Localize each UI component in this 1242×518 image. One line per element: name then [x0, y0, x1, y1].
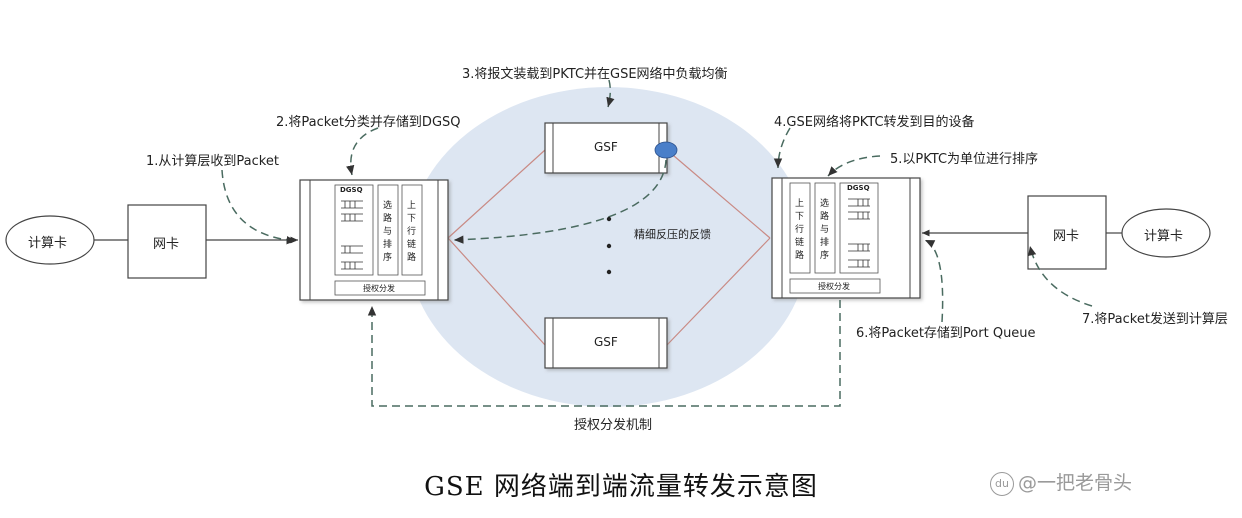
dgsq-queues-left [341, 200, 363, 270]
dgsq-queues-right [848, 198, 870, 268]
nic-left-label: 网卡 [153, 237, 180, 252]
dgsq-label-left: DGSQ [340, 186, 363, 194]
route-sort-left: 选路与排序 [383, 201, 393, 263]
compute-card-right-label: 计算卡 [1144, 229, 1184, 244]
route-sort-right: 选路与排序 [820, 199, 830, 261]
step-1-label: 1.从计算层收到Packet [146, 154, 279, 169]
grant-left: 授权分发 [363, 284, 395, 293]
grant-mechanism-label: 授权分发机制 [574, 418, 653, 433]
step-6-label: 6.将Packet存储到Port Queue [856, 326, 1036, 341]
nic-right-label: 网卡 [1053, 229, 1080, 244]
watermark-logo-icon: du [990, 471, 1014, 496]
gsf-bottom [544, 317, 668, 369]
feedback-label: 精细反压的反馈 [634, 228, 711, 241]
step-3-label: 3.将报文装载到PKTC并在GSE网络中负载均衡 [462, 67, 728, 82]
dashed-arrows [221, 79, 1093, 407]
step-5-label: 5.以PKTC为单位进行排序 [890, 152, 1039, 167]
watermark-text: @一把老骨头 [1018, 472, 1133, 494]
step-4-label: 4.GSE网络将PKTC转发到目的设备 [774, 115, 975, 130]
gsf-bottom-label: GSF [594, 335, 618, 349]
uplink-downlink-right: 上下行链路 [795, 199, 805, 261]
switch-right [771, 177, 921, 299]
uplink-downlink-left: 上下行链路 [407, 201, 417, 263]
gsf-top [544, 122, 668, 174]
switch-left [299, 179, 449, 301]
dgsq-label-right: DGSQ [847, 184, 870, 192]
nic-left [127, 204, 207, 279]
feedback-dot [654, 141, 678, 159]
gsf-ellipsis-dots [606, 216, 612, 275]
compute-card-left-label: 计算卡 [28, 236, 68, 251]
gse-links [447, 149, 771, 346]
step-7-label: 7.将Packet发送到计算层 [1082, 312, 1228, 327]
figure-caption: GSE 网络端到端流量转发示意图 [424, 472, 818, 502]
step-2-label: 2.将Packet分类并存储到DGSQ [276, 115, 461, 130]
nic-right [1027, 195, 1107, 270]
gsf-top-label: GSF [594, 140, 618, 154]
watermark: du@一把老骨头 [990, 468, 1132, 496]
grant-right: 授权分发 [818, 282, 850, 291]
